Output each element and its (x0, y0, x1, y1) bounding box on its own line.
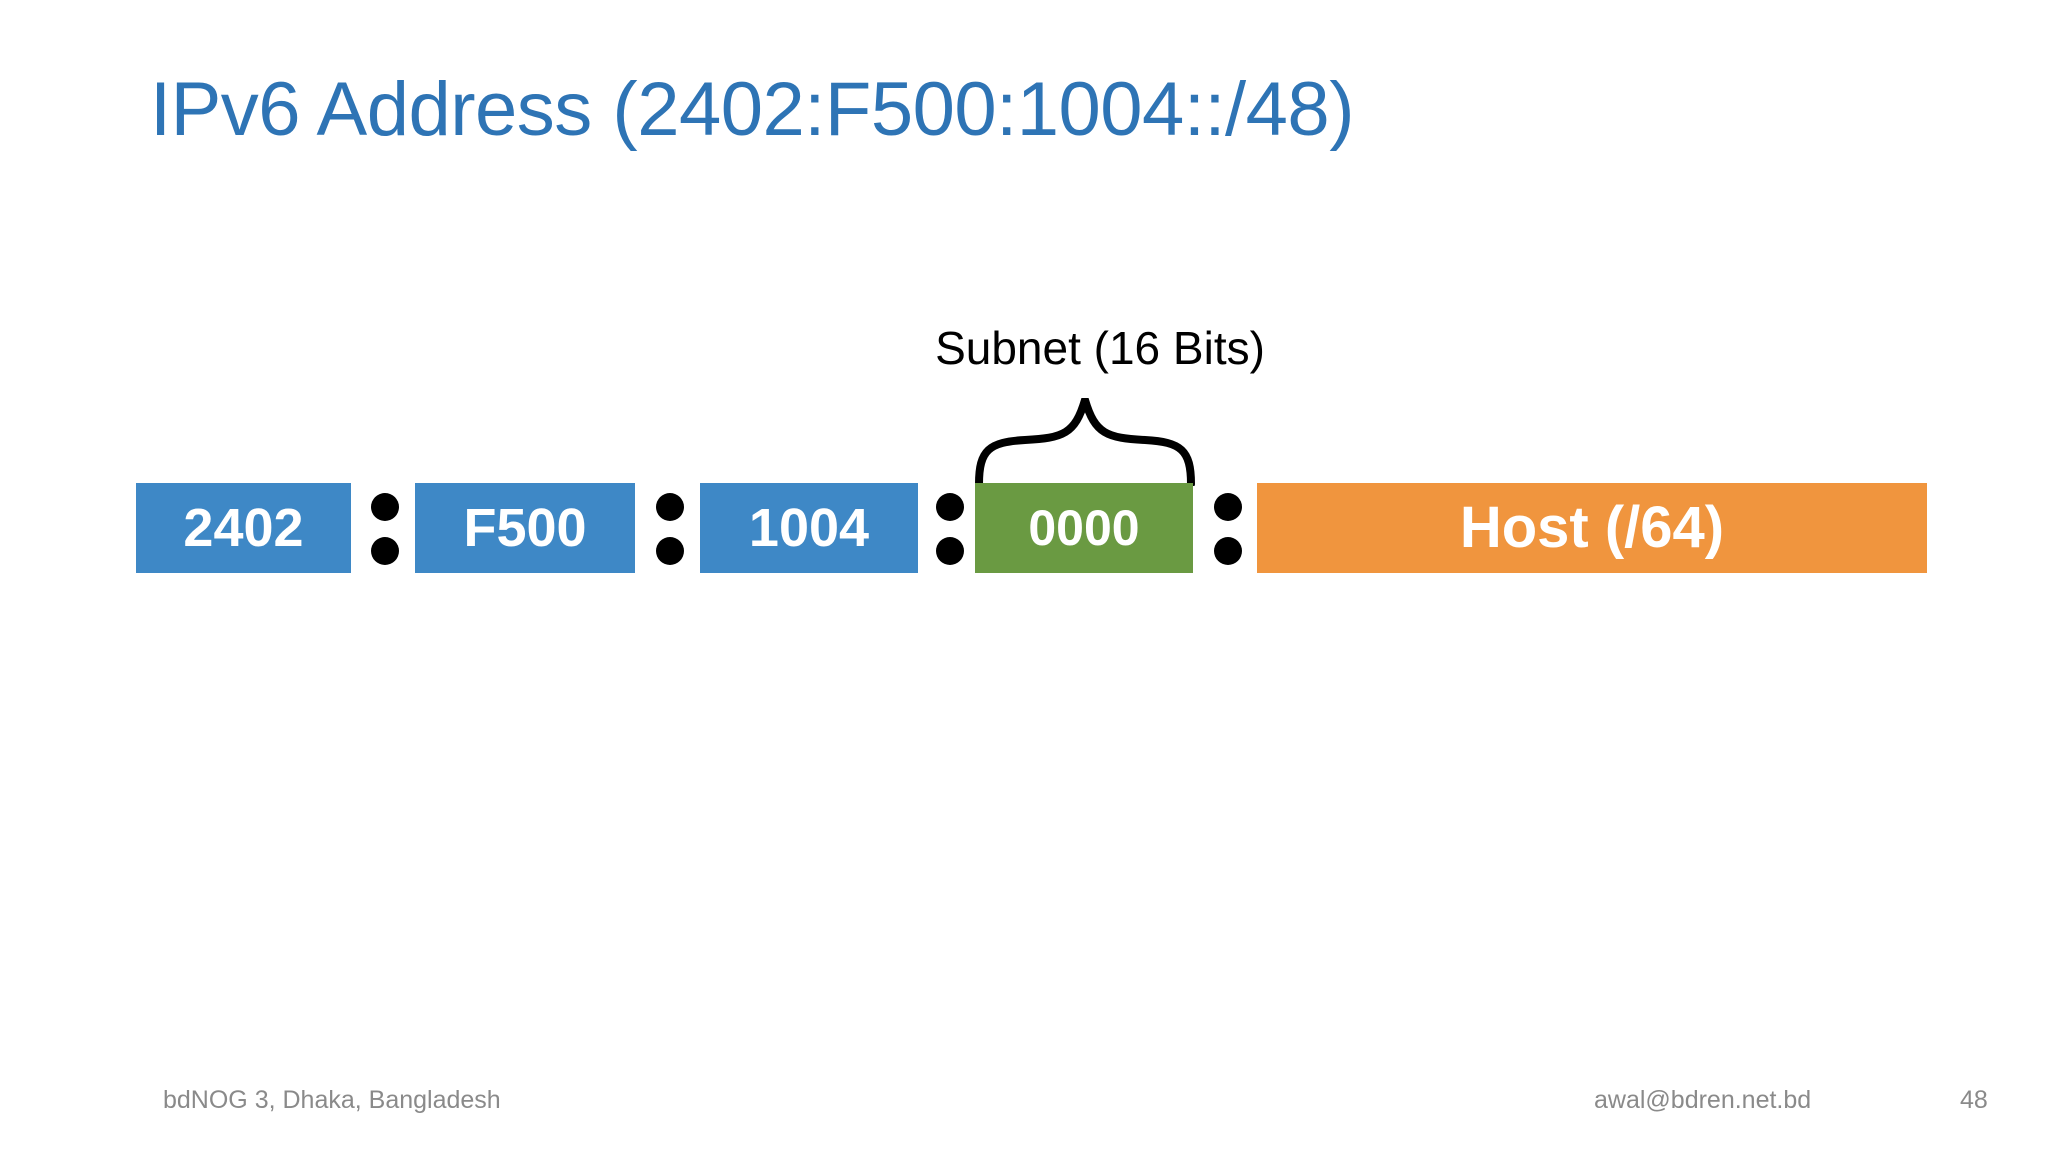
ipv6-address-diagram: 2402 F500 1004 0000 Host (/64) (0, 483, 2048, 573)
colon-separator-icon-4 (1214, 493, 1242, 565)
address-block-host: Host (/64) (1257, 483, 1927, 573)
address-block-prefix-2: F500 (415, 483, 635, 573)
colon-dot-lower (936, 537, 964, 565)
colon-dot-upper (656, 493, 684, 521)
colon-separator-icon-3 (936, 493, 964, 565)
colon-dot-upper (1214, 493, 1242, 521)
address-block-prefix-1: 2402 (136, 483, 351, 573)
curly-brace-up-icon (975, 398, 1195, 486)
footer-email-label: awal@bdren.net.bd (1594, 1086, 1812, 1114)
curly-brace-svg (975, 398, 1195, 486)
page-title: IPv6 Address (2402:F500:1004::/48) (150, 67, 1355, 152)
colon-dot-lower (656, 537, 684, 565)
colon-dot-upper (936, 493, 964, 521)
colon-separator-icon-1 (371, 493, 399, 565)
colon-separator-icon-2 (656, 493, 684, 565)
address-block-prefix-3: 1004 (700, 483, 918, 573)
footer-page-number: 48 (1960, 1086, 1988, 1114)
subnet-caption-label: Subnet (16 Bits) (935, 322, 1265, 374)
address-block-subnet: 0000 (975, 483, 1193, 573)
colon-dot-lower (1214, 537, 1242, 565)
colon-dot-lower (371, 537, 399, 565)
colon-dot-upper (371, 493, 399, 521)
footer-event-label: bdNOG 3, Dhaka, Bangladesh (163, 1086, 501, 1114)
